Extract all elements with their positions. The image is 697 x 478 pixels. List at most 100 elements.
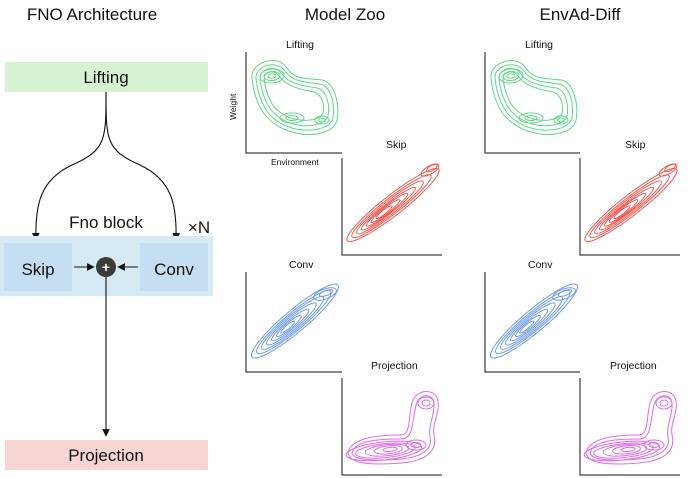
skip-contour-line xyxy=(599,186,654,231)
conv-contour-line xyxy=(552,287,576,301)
skip-contour-line xyxy=(365,192,409,227)
lifting-contour-line xyxy=(318,117,326,123)
lifting-contour-line xyxy=(498,68,524,84)
lifting-contour-line xyxy=(524,115,538,121)
skip-contour-line xyxy=(426,163,438,173)
projection-contour-line xyxy=(583,440,661,462)
skip-contour-line xyxy=(370,199,401,223)
envad-conv-title: Conv xyxy=(528,259,553,271)
lifting-contour-line xyxy=(259,68,285,84)
lifting-box xyxy=(5,62,208,92)
conv-contour-line xyxy=(261,296,325,350)
zoo-conv-title: Conv xyxy=(289,259,314,271)
conv-contour-line xyxy=(313,287,337,301)
lifting-contour-line xyxy=(506,73,516,79)
lifting-contour-line xyxy=(267,73,277,79)
envad-lifting-axes xyxy=(484,52,580,154)
projection-contour-line xyxy=(643,439,665,451)
projection-contour-line xyxy=(589,395,673,461)
skip-label: Skip xyxy=(21,260,54,279)
zoo-projection-density-plot xyxy=(345,391,439,465)
conv-contour-line xyxy=(256,289,332,355)
envad-projection-axes xyxy=(579,378,680,476)
conv-contour-line xyxy=(557,289,573,297)
conv-contour-line xyxy=(510,308,549,342)
projection-box xyxy=(5,440,208,470)
conv-label: Conv xyxy=(154,260,194,279)
lifting-contour-line xyxy=(490,60,578,135)
lifting-contour-line xyxy=(279,112,305,124)
skip-contour-line xyxy=(420,163,440,177)
projection-contour-line xyxy=(655,396,673,410)
conv-contour-line xyxy=(271,308,310,342)
skip-contour-line xyxy=(375,205,393,220)
projection-contour-line xyxy=(659,399,669,407)
zoo-skip-axes xyxy=(341,158,442,256)
conv-contour-line xyxy=(280,320,296,334)
envad-skip-axes xyxy=(579,158,680,256)
y-axis-label: Weight xyxy=(228,93,238,120)
lifting-contour-line xyxy=(263,71,325,121)
envad-lifting-density-plot xyxy=(490,60,578,135)
x-axis-label: Environment xyxy=(271,157,319,167)
zoo-conv-density-plot xyxy=(251,283,339,359)
projection-contour-line xyxy=(648,442,660,448)
projection-label: Projection xyxy=(68,446,144,465)
conv-box xyxy=(140,243,208,291)
lifting-to-skip-arrow xyxy=(31,91,107,241)
zoo-projection-axes xyxy=(341,378,442,476)
lifting-contour-line xyxy=(502,70,520,82)
lifting-contour-line xyxy=(498,68,569,127)
projection-contour-line xyxy=(410,442,422,448)
skip-contour-line xyxy=(346,167,440,243)
conv-contour-line xyxy=(519,320,535,334)
envad-projection-title: Projection xyxy=(610,360,657,372)
skip-box xyxy=(4,243,72,291)
envad-diff-title: EnvAd-Diff xyxy=(540,5,621,24)
skip-contour-line xyxy=(589,174,670,239)
projection-contour-line xyxy=(602,443,648,457)
lifting-contour-line xyxy=(255,64,334,131)
projection-contour-line xyxy=(374,445,403,455)
projection-contour-line xyxy=(347,391,439,465)
conv-contour-line xyxy=(266,302,317,346)
lifting-contour-line xyxy=(518,112,544,124)
lifting-contour-line xyxy=(494,64,573,131)
lifting-contour-line xyxy=(557,117,565,123)
conv-contour-line xyxy=(500,296,564,350)
projection-contour-line xyxy=(405,439,427,451)
conv-contour-line xyxy=(276,314,302,338)
envad-lifting-title: Lifting xyxy=(525,39,553,51)
zoo-conv-axes xyxy=(245,272,342,373)
envad-projection-density-plot xyxy=(583,391,677,465)
projection-contour-line xyxy=(417,396,435,410)
projection-contour-line xyxy=(585,391,677,465)
zoo-skip-title: Skip xyxy=(386,139,407,151)
projection-contour-line xyxy=(364,443,410,457)
conv-contour-line xyxy=(490,283,578,359)
skip-contour-line xyxy=(351,174,432,239)
conv-contour-line xyxy=(251,283,339,359)
zoo-skip-density-plot xyxy=(346,163,440,243)
projection-contour-line xyxy=(345,440,423,462)
lifting-contour-line xyxy=(314,115,330,125)
skip-contour-line xyxy=(613,205,631,220)
skip-contour-line xyxy=(608,199,639,223)
skip-contour-line xyxy=(361,186,416,231)
conv-contour-line xyxy=(505,302,556,346)
projection-contour-line xyxy=(382,446,398,453)
lifting-contour-line xyxy=(263,70,281,82)
conv-contour-line xyxy=(318,289,334,297)
lifting-contour-line xyxy=(502,71,564,121)
zoo-lifting-density-plot xyxy=(251,60,339,135)
projection-contour-line xyxy=(612,445,641,455)
envad-conv-density-plot xyxy=(490,283,578,359)
lifting-contour-line xyxy=(285,115,299,121)
skip-contour-line xyxy=(584,167,678,243)
add-operator-symbol: + xyxy=(102,259,110,275)
projection-contour-line xyxy=(351,395,435,461)
skip-contour-line xyxy=(594,180,662,235)
skip-contour-line xyxy=(658,163,678,177)
projection-contour-line xyxy=(421,399,431,407)
